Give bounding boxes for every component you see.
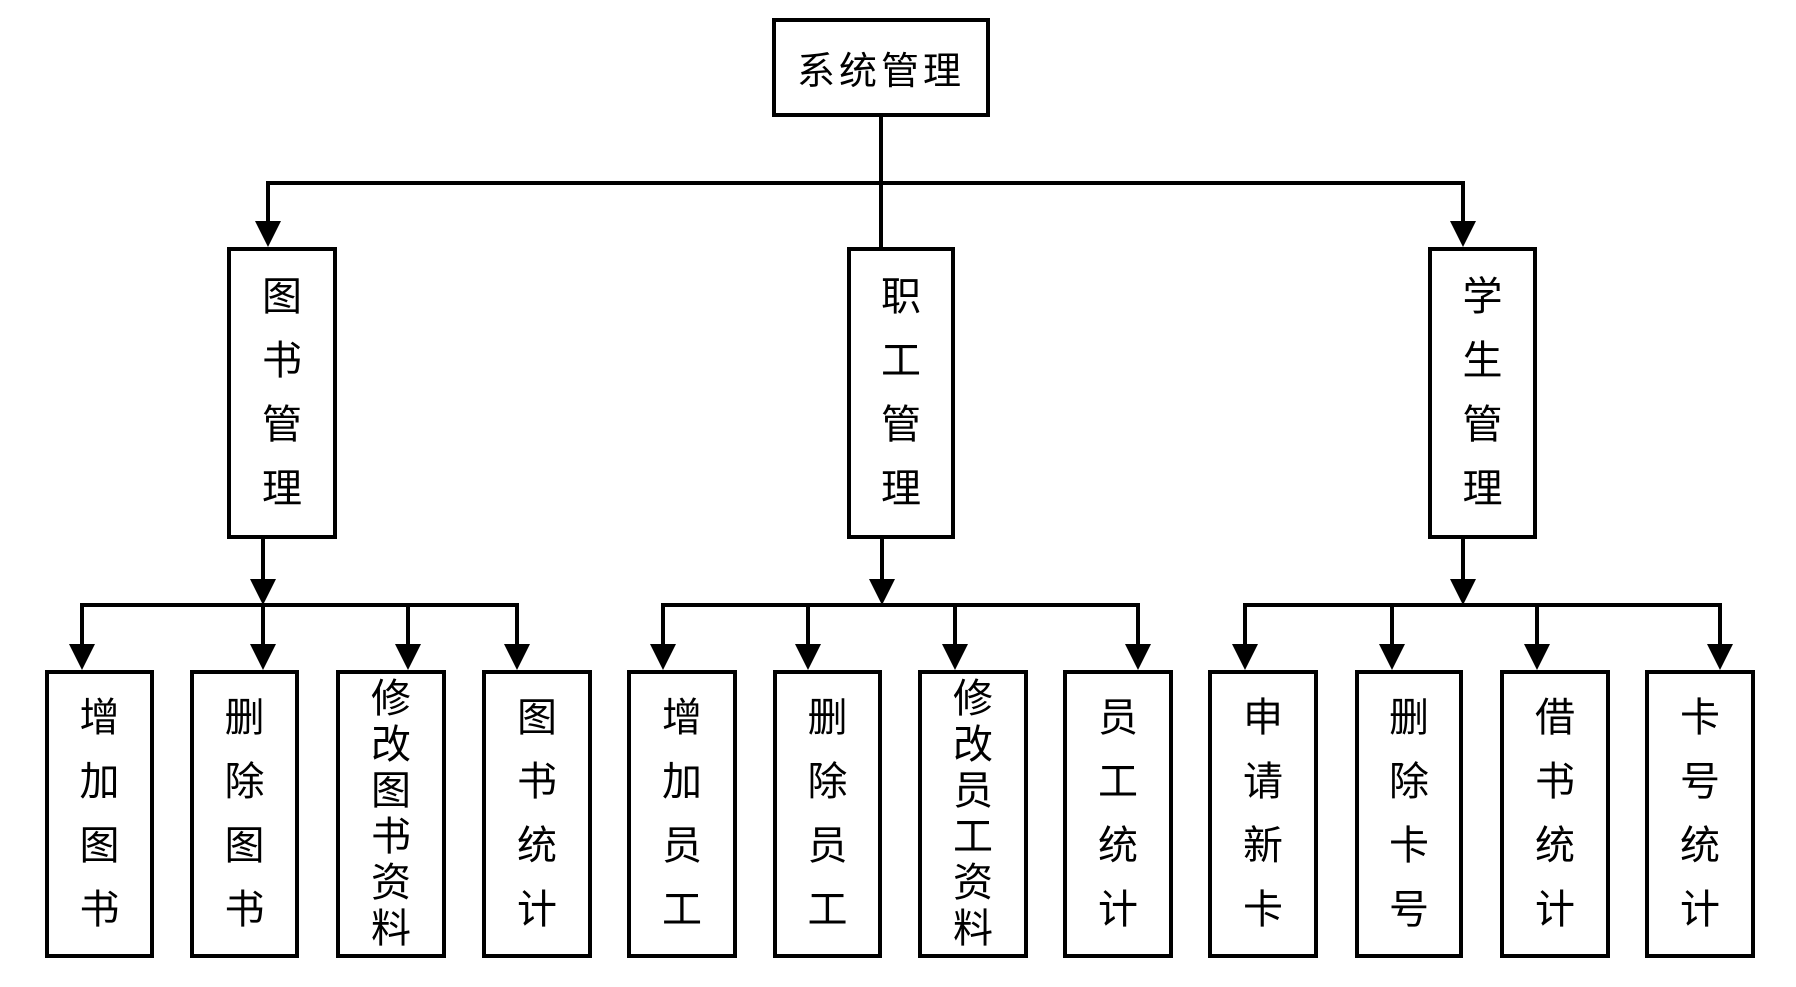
connector-student-children (1232, 539, 1733, 670)
node-borrow-statistics: 借书统计 (1500, 670, 1610, 958)
node-label: 删除图书 (224, 695, 265, 932)
node-staff-management: 职工管理 (847, 247, 955, 539)
node-label: 图书管理 (262, 274, 302, 511)
node-system-management: 系统管理 (772, 18, 990, 117)
connector-staff-children (650, 539, 1151, 670)
node-label: 借书统计 (1535, 695, 1575, 932)
arrow-down-icon (69, 644, 95, 670)
node-book-management: 图书管理 (227, 247, 337, 539)
node-card-statistics: 卡号统计 (1645, 670, 1755, 958)
arrow-down-icon (1232, 644, 1258, 670)
node-label: 申请新卡 (1243, 695, 1283, 932)
node-label: 学生管理 (1462, 274, 1503, 511)
node-label: 增加员工 (662, 695, 702, 932)
node-label: 图书统计 (517, 695, 557, 932)
arrow-down-icon (1450, 221, 1476, 247)
connector-root-to-branches (255, 117, 1476, 251)
node-label: 删除员工 (807, 695, 848, 932)
node-add-staff: 增加员工 (627, 670, 737, 958)
node-edit-book-info: 修改图书资料 (336, 670, 446, 958)
arrow-down-icon (1524, 644, 1550, 670)
arrow-down-icon (250, 644, 276, 670)
arrow-down-icon (504, 644, 530, 670)
connector-book-children (69, 539, 530, 670)
arrow-down-icon (795, 644, 821, 670)
arrow-down-icon (650, 644, 676, 670)
node-delete-staff: 删除员工 (773, 670, 882, 958)
node-delete-card: 删除卡号 (1355, 670, 1463, 958)
arrow-down-icon (395, 644, 421, 670)
node-label: 修改图书资料 (371, 676, 411, 951)
arrow-down-icon (250, 579, 276, 605)
arrow-down-icon (1379, 644, 1405, 670)
node-label: 职工管理 (881, 274, 921, 511)
node-label: 删除卡号 (1389, 695, 1429, 932)
node-book-statistics: 图书统计 (482, 670, 592, 958)
node-label: 修改员工资料 (953, 676, 993, 951)
node-delete-book: 删除图书 (190, 670, 299, 958)
arrow-down-icon (255, 221, 281, 247)
node-label: 系统管理 (796, 51, 965, 93)
node-apply-new-card: 申请新卡 (1208, 670, 1318, 958)
node-label: 卡号统计 (1680, 695, 1720, 932)
node-staff-statistics: 员工统计 (1063, 670, 1173, 958)
arrow-down-icon (1450, 579, 1476, 605)
node-label: 员工统计 (1098, 695, 1138, 932)
node-add-book: 增加图书 (45, 670, 154, 958)
node-label: 增加图书 (79, 695, 120, 932)
node-student-management: 学生管理 (1428, 247, 1537, 539)
arrow-down-icon (1125, 644, 1151, 670)
arrow-down-icon (942, 644, 968, 670)
node-edit-staff-info: 修改员工资料 (918, 670, 1028, 958)
arrow-down-icon (1707, 644, 1733, 670)
arrow-down-icon (869, 579, 895, 605)
